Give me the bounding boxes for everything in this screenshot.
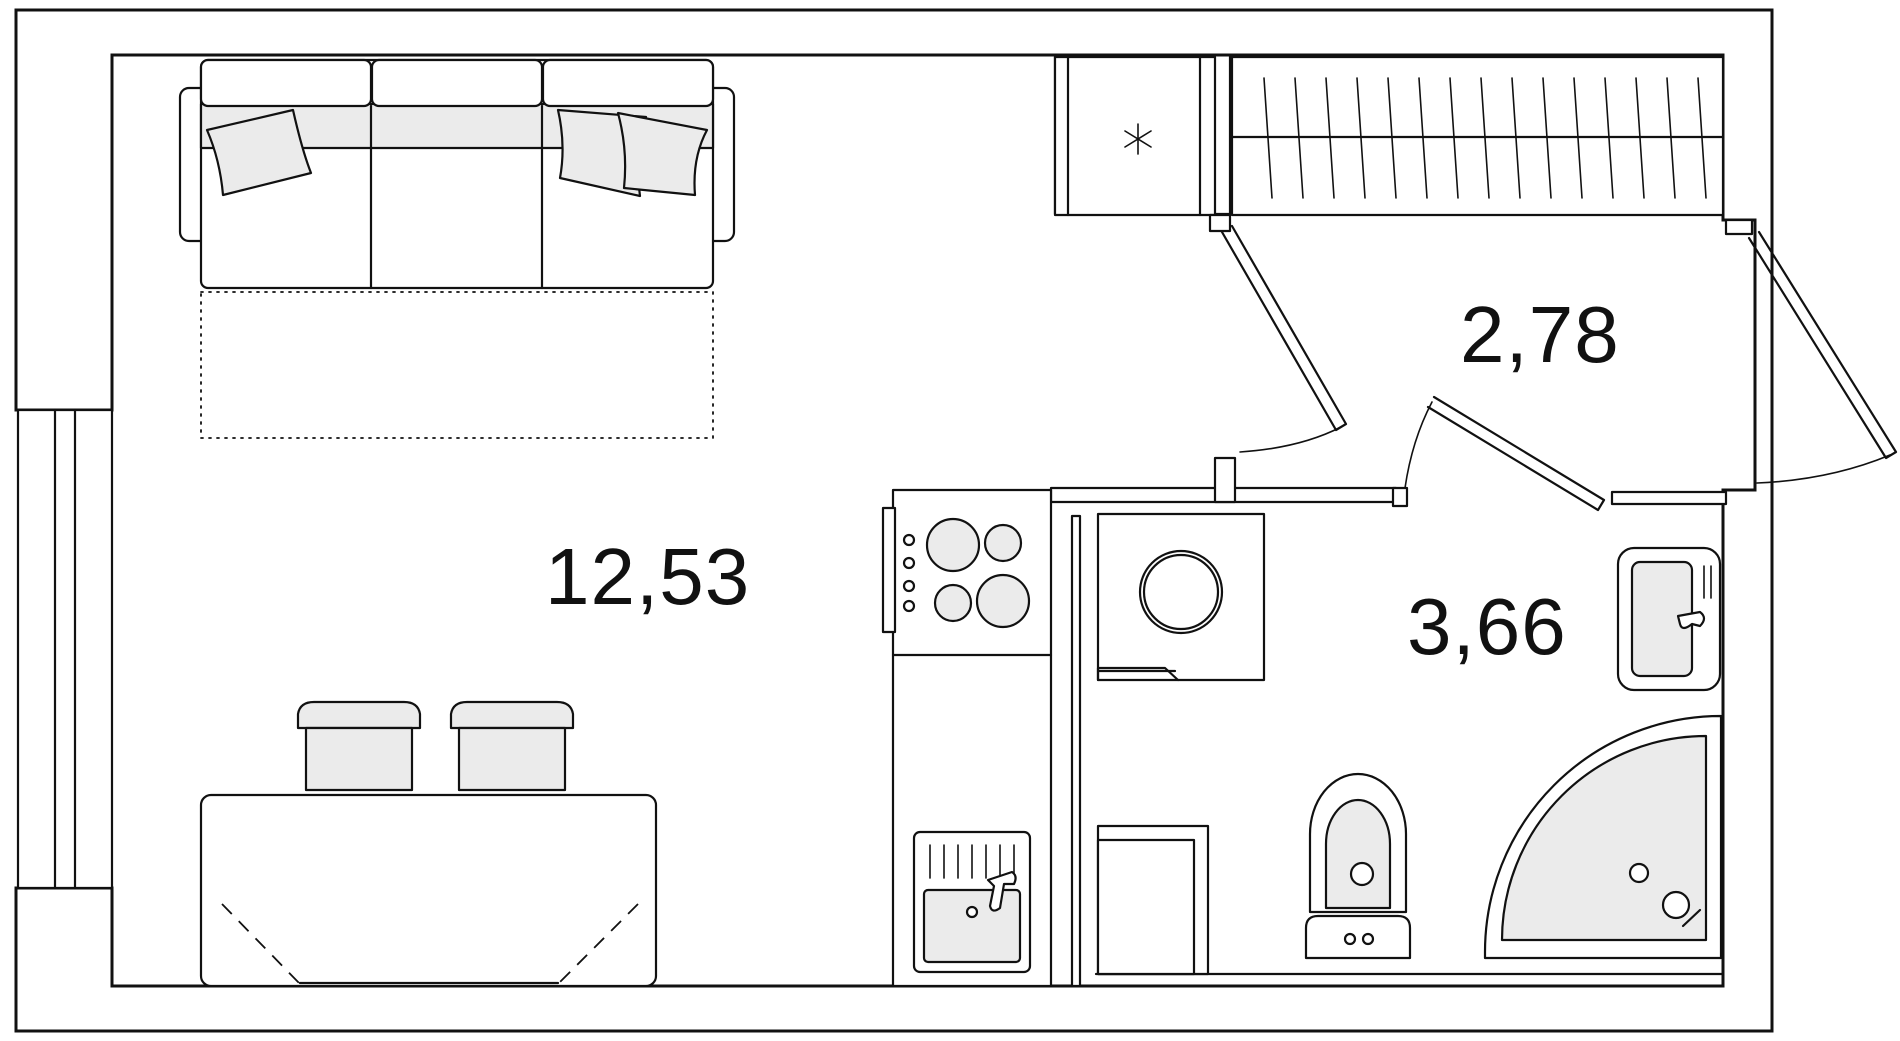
stove — [902, 517, 1031, 629]
dining-set — [199, 700, 658, 988]
ventilation-icon — [1124, 123, 1152, 155]
toilet — [1304, 772, 1412, 960]
hanger-line — [1356, 77, 1366, 199]
hanger-line — [1387, 77, 1397, 199]
hanger-line — [1604, 77, 1614, 199]
kitchen-sink — [912, 830, 1032, 974]
bathroom-cabinet — [1096, 824, 1210, 976]
door-bathroom — [1404, 395, 1606, 512]
storage-closet — [1053, 55, 1217, 217]
hanger-line — [1294, 77, 1304, 199]
hanger-line — [1325, 77, 1335, 199]
door-entrance — [1747, 230, 1898, 484]
washing-machine — [1096, 512, 1266, 682]
window — [16, 408, 114, 890]
hanger-line — [1449, 77, 1459, 199]
hanger-line — [1511, 77, 1521, 199]
rug — [200, 291, 714, 439]
shower — [1483, 714, 1723, 960]
hanger-line — [1263, 77, 1273, 199]
hanger-line — [1635, 77, 1645, 199]
area-label-living-kitchen: 12,53 — [545, 532, 750, 621]
hanger-line — [1542, 77, 1552, 199]
hanger-line — [1418, 77, 1428, 199]
area-label-bathroom: 3,66 — [1407, 582, 1567, 671]
kitchen-counter — [881, 488, 1053, 988]
hanger-line — [1480, 77, 1490, 199]
door-kitchen-hall — [1220, 224, 1348, 453]
bathroom-sink — [1616, 546, 1722, 692]
hanger-line — [1573, 77, 1583, 199]
hanger-line — [1697, 77, 1707, 199]
hanger-line — [1666, 77, 1676, 199]
wardrobe — [1230, 55, 1725, 217]
area-label-hallway: 2,78 — [1460, 290, 1620, 379]
sofa — [178, 58, 736, 290]
